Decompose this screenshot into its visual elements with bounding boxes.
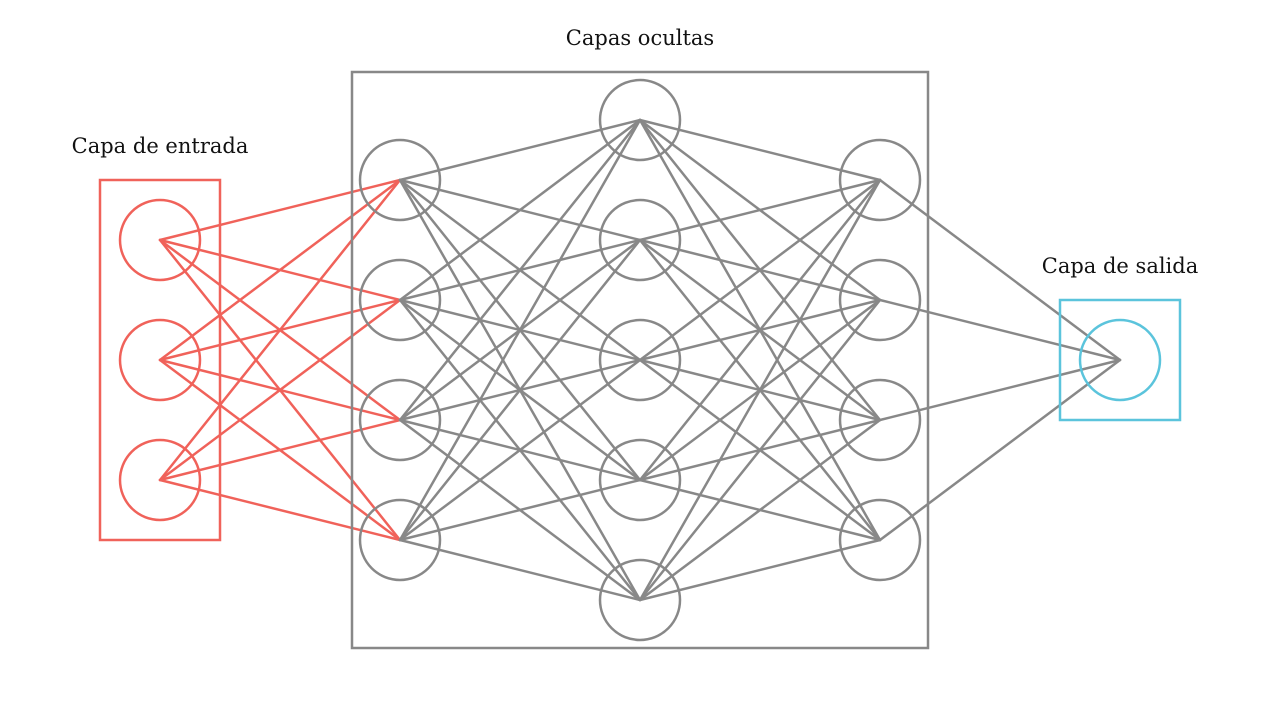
connection-2-1-0 (638, 178, 882, 242)
hidden-neuron-3-1 (838, 258, 922, 342)
connection-3-1-0 (878, 298, 1122, 362)
connection-1-2-0 (398, 118, 642, 422)
hidden-neuron-3-3 (838, 498, 922, 582)
connection-2-2-0 (638, 178, 882, 362)
connection-2-4-0 (638, 178, 882, 602)
layer-boxes (98, 70, 1182, 650)
hidden-neuron-2-1 (598, 198, 682, 282)
connection-2-4-1 (638, 298, 882, 602)
neurons (118, 78, 1162, 642)
input-neuron-0-1 (118, 318, 202, 402)
connection-3-2-0 (878, 358, 1122, 422)
input-neuron-0-0 (118, 198, 202, 282)
hidden-neuron-1-0 (358, 138, 442, 222)
hidden-neuron-2-4 (598, 558, 682, 642)
connection-1-3-0 (398, 118, 642, 542)
hidden-neuron-3-2 (838, 378, 922, 462)
connection-1-0-0 (398, 118, 642, 182)
output-layer-box (1058, 298, 1182, 422)
connection-0-2-1 (158, 298, 402, 482)
connection-2-0-0 (638, 118, 882, 182)
connection-0-2-0 (158, 178, 402, 482)
connection-0-0-0 (158, 178, 402, 242)
connection-0-2-2 (158, 418, 402, 482)
connection-3-3-0 (878, 358, 1122, 542)
output-layer-label: Capa de salida (1042, 254, 1198, 278)
connection-2-3-0 (638, 178, 882, 482)
hidden-neuron-3-0 (838, 138, 922, 222)
connection-0-2-3 (158, 478, 402, 542)
input-neuron-0-2 (118, 438, 202, 522)
hidden-layers-box (350, 70, 930, 650)
connection-0-1-0 (158, 178, 402, 362)
hidden-layers-label: Capas ocultas (566, 26, 714, 50)
connection-2-4-2 (638, 418, 882, 602)
connection-3-0-0 (878, 178, 1122, 362)
hidden-neuron-2-0 (598, 78, 682, 162)
output-neuron-4-0 (1078, 318, 1162, 402)
hidden-neuron-1-2 (358, 378, 442, 462)
connections (158, 118, 1122, 602)
hidden-neuron-2-2 (598, 318, 682, 402)
input-layer-box (98, 178, 222, 542)
connection-1-3-4 (398, 538, 642, 602)
connection-1-1-0 (398, 118, 642, 302)
hidden-neuron-2-3 (598, 438, 682, 522)
hidden-neuron-1-1 (358, 258, 442, 342)
connection-1-3-2 (398, 358, 642, 542)
hidden-neuron-1-3 (358, 498, 442, 582)
input-layer-label: Capa de entrada (72, 134, 249, 158)
connection-1-3-3 (398, 478, 642, 542)
connection-2-4-3 (638, 538, 882, 602)
connection-1-3-1 (398, 238, 642, 542)
